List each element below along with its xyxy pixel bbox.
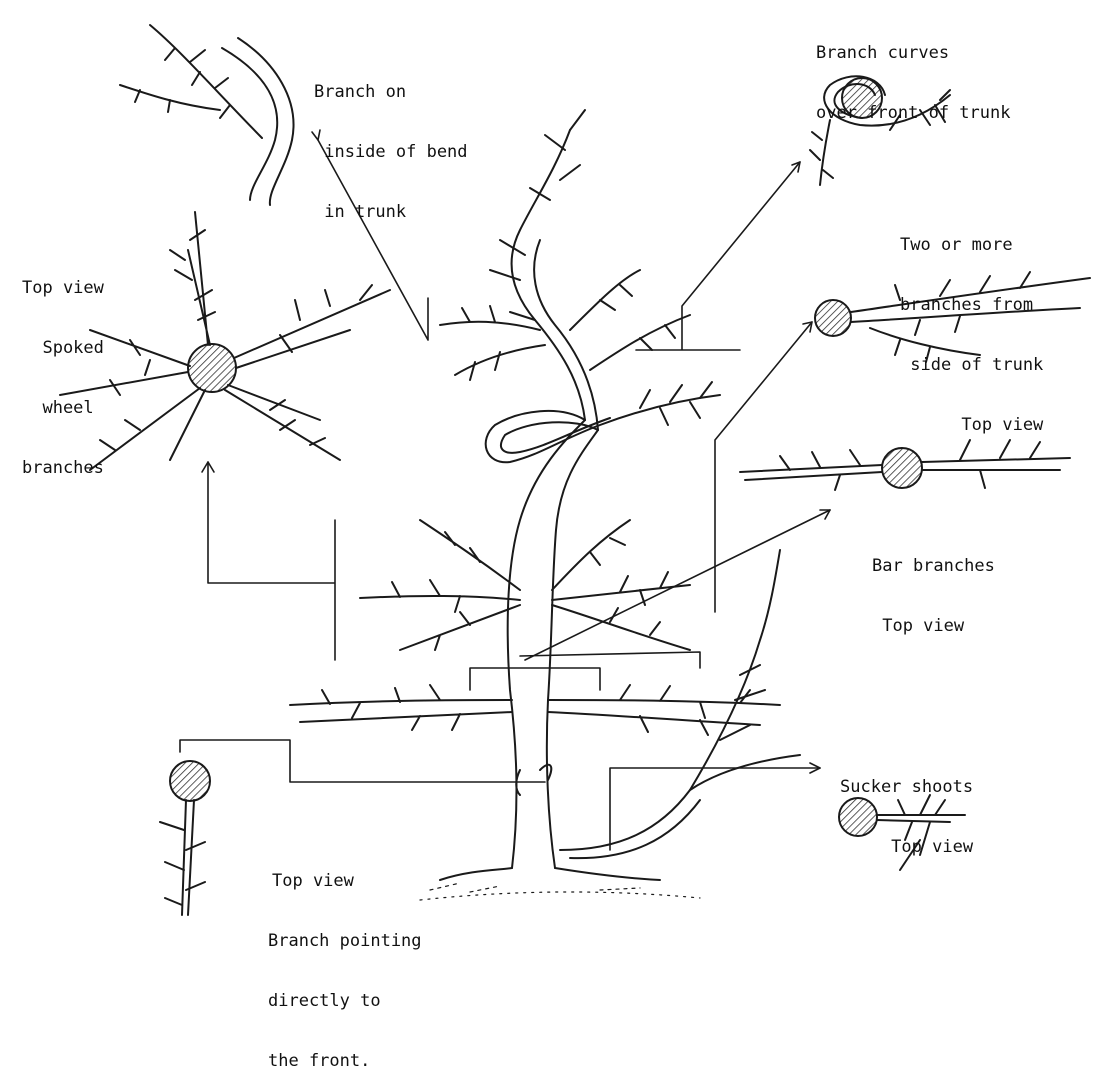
inset-pointing-front: [160, 761, 210, 915]
label-two-or-more: Two or more branches from side of trunk …: [900, 195, 1043, 455]
label-bar-branches: Bar branches Top view: [872, 516, 995, 656]
connector-lines: [180, 130, 830, 850]
inset-inside-bend: [120, 25, 293, 205]
label-pointing-front: Top view Branch pointing directly to the…: [268, 831, 422, 1091]
label-spoked-wheel: Top view Spoked wheel branches: [22, 238, 104, 498]
inset-spoked-wheel: [60, 212, 390, 470]
label-branch-inside-bend: Branch on inside of bend in trunk: [314, 42, 468, 242]
pruning-diagram: Branch on inside of bend in trunk Branch…: [0, 0, 1118, 931]
label-sucker-shoots: Sucker shoots Top view: [840, 737, 973, 877]
trunk: [508, 420, 585, 868]
label-branch-curves-front: Branch curves over front of trunk: [816, 3, 1010, 143]
